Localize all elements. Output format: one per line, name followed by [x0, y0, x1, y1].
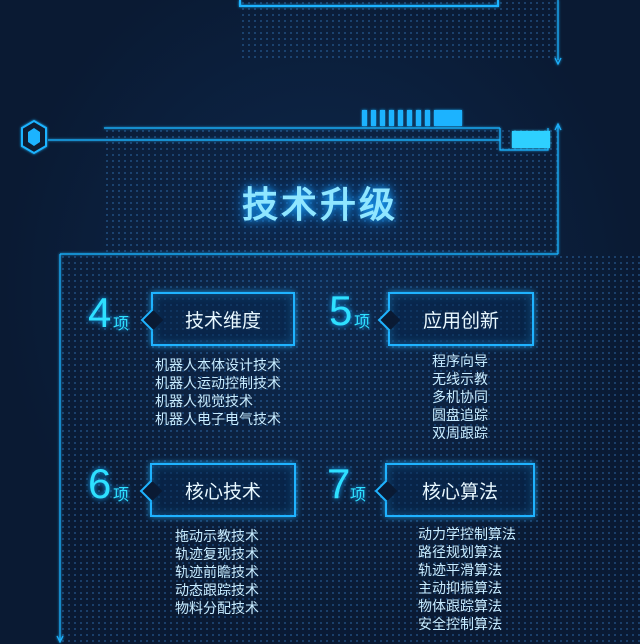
list-item: 动力学控制算法 [418, 527, 516, 543]
item-list: 动力学控制算法 路径规划算法 轨迹平滑算法 主动抑振算法 物体跟踪算法 安全控制… [418, 526, 516, 634]
list-item: 动态跟踪技术 [175, 583, 259, 599]
list-item: 机器人本体设计技术 [155, 358, 281, 374]
section-label: 应用创新 [422, 309, 499, 332]
count-unit: 项 [113, 485, 130, 504]
hexagon-icon [21, 119, 47, 155]
section-label: 核心技术 [184, 480, 261, 503]
title-arrow-up [554, 122, 562, 131]
list-item: 轨迹复现技术 [175, 547, 259, 563]
main-arrow-down [56, 635, 64, 644]
item-list: 程序向导 无线示教 多机协同 圆盘追踪 双周跟踪 [432, 353, 488, 443]
list-item: 多机协同 [432, 390, 488, 406]
accent-block [512, 131, 550, 148]
top-box-edge [239, 0, 499, 7]
count-number: 5 [329, 287, 353, 334]
list-item: 物体跟踪算法 [418, 599, 502, 615]
list-item: 机器人视觉技术 [155, 394, 253, 410]
count-number: 6 [88, 460, 112, 507]
count-number: 7 [327, 460, 351, 507]
list-item: 路径规划算法 [418, 545, 502, 561]
count-unit: 项 [354, 312, 371, 331]
section-label-box: 核心算法 [374, 463, 535, 517]
dot-texture-top [240, 0, 558, 62]
list-item: 物料分配技术 [175, 601, 259, 617]
section-label-box: 应用创新 [377, 292, 534, 346]
list-item: 轨迹平滑算法 [418, 563, 502, 579]
section-label-box: 核心技术 [139, 463, 296, 517]
list-item: 程序向导 [432, 354, 488, 370]
list-item: 双周跟踪 [432, 426, 488, 442]
list-item: 轨迹前瞻技术 [175, 565, 259, 581]
page-title: 技术升级 [241, 185, 398, 226]
list-item: 机器人运动控制技术 [155, 376, 281, 392]
section-label: 技术维度 [184, 309, 261, 332]
segment-indicator [362, 110, 462, 126]
count-unit: 项 [350, 485, 367, 504]
list-item: 圆盘追踪 [432, 408, 488, 424]
list-item: 主动抑振算法 [418, 581, 502, 597]
top-arrow-down [554, 57, 562, 66]
list-item: 机器人电子电气技术 [155, 412, 281, 428]
list-item: 无线示教 [432, 372, 488, 388]
item-list: 拖动示教技术 轨迹复现技术 轨迹前瞻技术 动态跟踪技术 物料分配技术 [175, 528, 259, 618]
list-item: 拖动示教技术 [175, 529, 259, 545]
section-label: 核心算法 [421, 480, 498, 503]
section-label-box: 技术维度 [140, 292, 295, 346]
item-list: 机器人本体设计技术 机器人运动控制技术 机器人视觉技术 机器人电子电气技术 [155, 357, 281, 429]
count-number: 4 [88, 289, 112, 336]
list-item: 安全控制算法 [418, 617, 502, 633]
count-unit: 项 [113, 314, 130, 333]
dot-texture-title [104, 128, 558, 254]
